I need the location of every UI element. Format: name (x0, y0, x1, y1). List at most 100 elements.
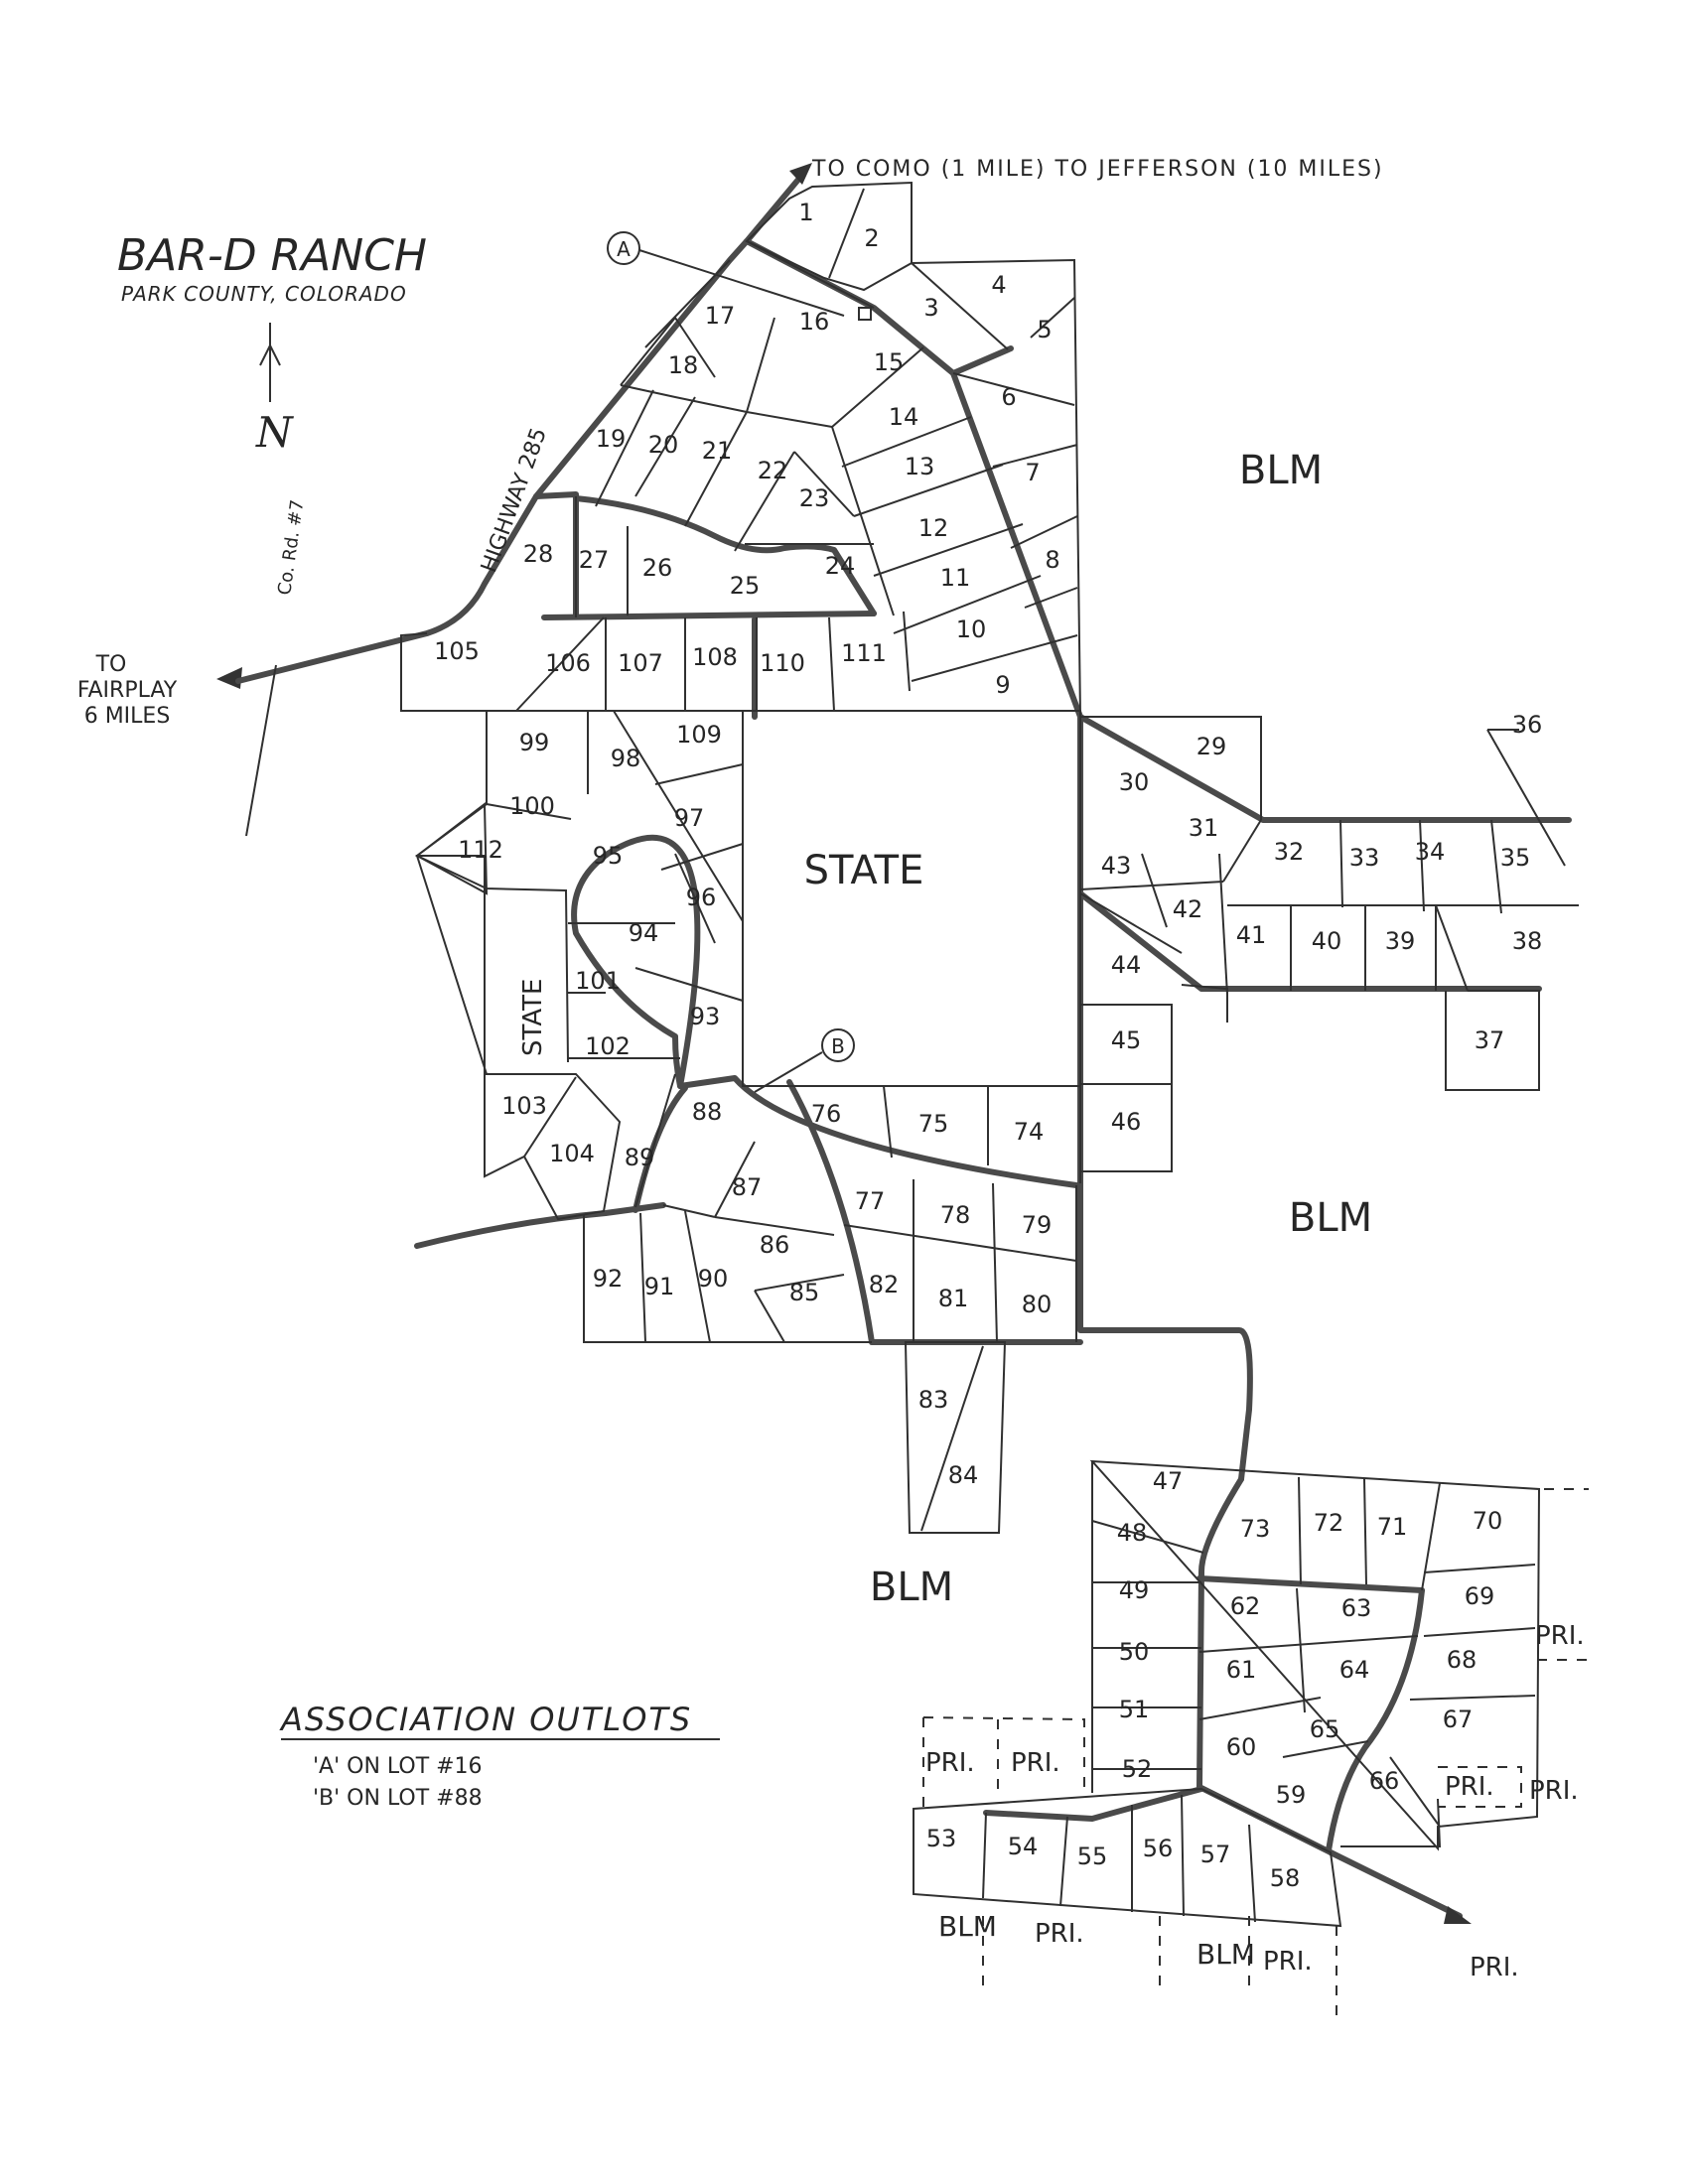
lot-number-103: 103 (501, 1092, 547, 1120)
blm-label-south-2: BLM (1196, 1938, 1255, 1971)
lot-number-13: 13 (905, 453, 935, 480)
highway-285 (235, 238, 750, 684)
lot-number-76: 76 (811, 1100, 842, 1128)
lot-number-77: 77 (855, 1187, 886, 1215)
lot-number-56: 56 (1143, 1835, 1174, 1862)
lot-number-89: 89 (625, 1144, 655, 1171)
lot-boundaries (400, 181, 1579, 1928)
pri-label: PRI. (1011, 1748, 1060, 1778)
county-road-7 (245, 664, 277, 837)
lot-number-39: 39 (1385, 927, 1416, 955)
lot-number-4: 4 (991, 271, 1006, 299)
lot-36-leader (1486, 729, 1566, 867)
lot-number-105: 105 (434, 637, 480, 665)
state-label-center: STATE (804, 848, 924, 893)
lot-number-99: 99 (519, 729, 550, 756)
north-arrow-icon (259, 323, 281, 402)
lot-number-51: 51 (1119, 1696, 1150, 1723)
lot-number-71: 71 (1377, 1513, 1408, 1541)
lot-number-31: 31 (1189, 814, 1219, 842)
lot-number-78: 78 (940, 1201, 971, 1229)
lot-number-36: 36 (1512, 711, 1543, 739)
lot-number-110: 110 (760, 649, 805, 677)
arrow-west-icon (216, 667, 242, 689)
lot-number-50: 50 (1119, 1638, 1150, 1666)
blm-label-east: BLM (1289, 1195, 1372, 1241)
lot-number-68: 68 (1447, 1646, 1477, 1674)
lot-number-63: 63 (1341, 1594, 1372, 1622)
lot-number-101: 101 (575, 967, 621, 995)
lot-number-20: 20 (648, 431, 679, 459)
lot-number-34: 34 (1415, 838, 1446, 866)
lot-number-26: 26 (642, 554, 673, 582)
lot-number-16: 16 (799, 308, 830, 336)
lot-number-83: 83 (918, 1386, 949, 1414)
lot-number-84: 84 (948, 1461, 979, 1489)
lot-number-70: 70 (1473, 1507, 1503, 1535)
lot-number-104: 104 (549, 1140, 595, 1167)
lot-number-96: 96 (686, 884, 717, 911)
lot-number-85: 85 (789, 1279, 820, 1306)
lot-number-69: 69 (1465, 1582, 1495, 1610)
lot-number-32: 32 (1274, 838, 1305, 866)
lot-number-11: 11 (940, 564, 971, 592)
lot-number-46: 46 (1111, 1108, 1142, 1136)
lot-number-27: 27 (579, 546, 610, 574)
lot-number-30: 30 (1119, 768, 1150, 796)
pri-label: PRI. (925, 1748, 975, 1778)
lot-number-62: 62 (1230, 1592, 1261, 1620)
outlot-a-marker (607, 231, 872, 321)
lot-number-73: 73 (1240, 1515, 1271, 1543)
outlot-a-label: A (617, 237, 631, 261)
lot-number-45: 45 (1111, 1026, 1142, 1054)
lot-number-65: 65 (1310, 1715, 1340, 1743)
county-road-label: Co. Rd. #7 (274, 498, 308, 597)
lot-number-9: 9 (995, 671, 1010, 699)
lot-number-42: 42 (1173, 895, 1203, 923)
lot-number-43: 43 (1101, 852, 1132, 880)
lot-number-60: 60 (1226, 1733, 1257, 1761)
lot-number-28: 28 (523, 540, 554, 568)
lot-number-57: 57 (1200, 1841, 1231, 1868)
outlot-legend-a: 'A' ON LOT #16 (313, 1754, 483, 1779)
lot-number-82: 82 (869, 1271, 900, 1298)
lot-number-49: 49 (1119, 1576, 1150, 1604)
outlot-b-marker (754, 1028, 855, 1093)
lot-number-79: 79 (1022, 1211, 1053, 1239)
lot-number-88: 88 (692, 1098, 723, 1126)
direction-fairplay-1: TO (95, 652, 127, 677)
lot-number-15: 15 (874, 348, 905, 376)
outlot-b-label: B (831, 1034, 845, 1058)
lot-number-18: 18 (668, 351, 699, 379)
blm-label-northeast: BLM (1239, 448, 1323, 493)
pri-label: PRI. (1035, 1919, 1084, 1949)
lot-number-44: 44 (1111, 951, 1142, 979)
arrow-se-icon (1444, 1906, 1472, 1924)
lot-number-41: 41 (1236, 921, 1267, 949)
lot-number-3: 3 (923, 294, 938, 322)
lot-number-86: 86 (760, 1231, 790, 1259)
lot-number-23: 23 (799, 484, 830, 512)
lot-number-112: 112 (458, 836, 503, 864)
lot-number-33: 33 (1349, 844, 1380, 872)
lot-number-97: 97 (674, 804, 705, 832)
lot-number-91: 91 (644, 1273, 675, 1300)
west-parcels (415, 802, 489, 1176)
lot-number-37: 37 (1475, 1026, 1505, 1054)
lot-number-22: 22 (758, 457, 788, 484)
lot-number-12: 12 (918, 514, 949, 542)
lot-number-94: 94 (629, 919, 659, 947)
lot-number-25: 25 (730, 572, 761, 600)
blm-label-south: BLM (870, 1565, 953, 1610)
lot-number-6: 6 (1001, 383, 1016, 411)
lot-number-95: 95 (593, 842, 624, 870)
pri-label: PRI. (1263, 1947, 1313, 1977)
map-subtitle: PARK COUNTY, COLORADO (121, 282, 407, 306)
lot-number-1: 1 (798, 199, 813, 226)
lot-number-29: 29 (1196, 733, 1227, 760)
state-label-west: STATE (518, 979, 548, 1056)
lot-number-59: 59 (1276, 1781, 1307, 1809)
subdivision-roads (414, 238, 1572, 1919)
